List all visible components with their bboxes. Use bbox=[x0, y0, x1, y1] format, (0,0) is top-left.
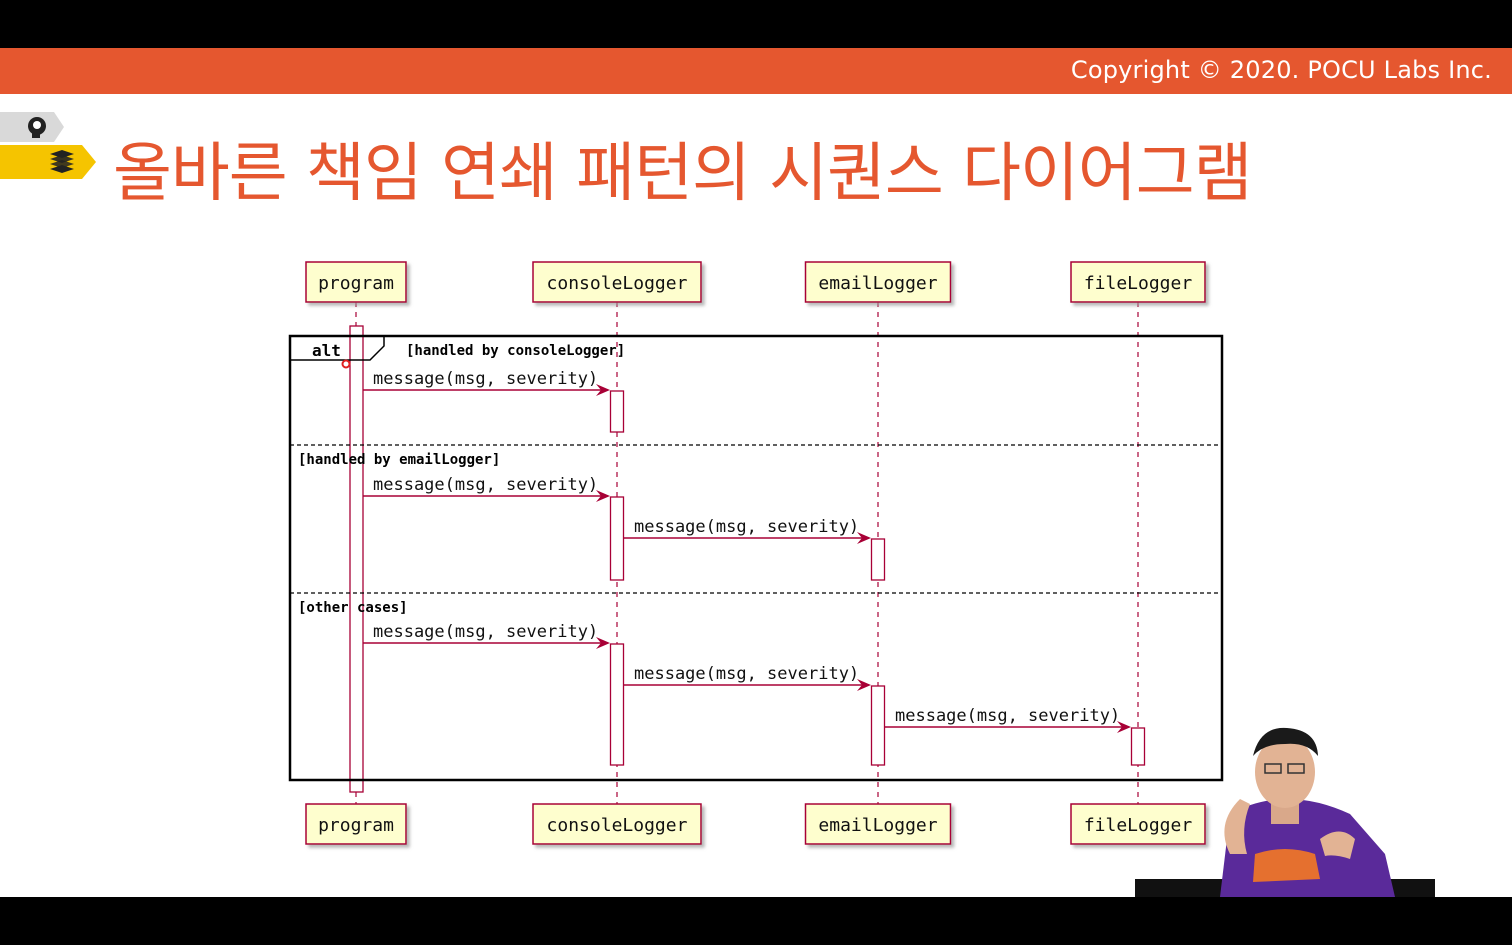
header-band: Copyright © 2020. POCU Labs Inc. bbox=[0, 48, 1512, 94]
message-label-s2-m1: message(msg, severity) bbox=[373, 475, 598, 495]
activation-fileLogger-s3-m3 bbox=[1130, 727, 1146, 766]
participant-label-program: program bbox=[318, 815, 394, 836]
alt-keyword: alt bbox=[312, 341, 341, 360]
message-arrowhead-s3-m2 bbox=[857, 679, 871, 691]
activation-emailLogger-s3-m2 bbox=[870, 685, 886, 766]
participant-label-program: program bbox=[318, 273, 394, 294]
activation-program bbox=[349, 325, 364, 793]
head-gears-icon bbox=[0, 110, 64, 144]
participant-label-fileLogger: fileLogger bbox=[1084, 273, 1193, 294]
alt-fragment-frame bbox=[288, 334, 1224, 782]
participant-box-emailLogger bbox=[804, 803, 952, 845]
participant-box-consoleLogger bbox=[532, 803, 702, 845]
alt-guard-3: [other cases] bbox=[298, 600, 408, 616]
participant-box-emailLogger bbox=[804, 261, 952, 303]
message-label-s3-m2: message(msg, severity) bbox=[634, 664, 859, 684]
participant-box-program bbox=[305, 803, 407, 845]
activation-consoleLogger-s3-m1 bbox=[609, 643, 625, 766]
participant-box-consoleLogger bbox=[532, 261, 702, 303]
alt-guard-1: [handled by consoleLogger] bbox=[406, 343, 625, 359]
alt-fragment-tab bbox=[290, 336, 385, 361]
participant-label-emailLogger: emailLogger bbox=[818, 273, 937, 294]
participant-box-program bbox=[305, 261, 407, 303]
activation-emailLogger-s2-m2 bbox=[870, 538, 886, 581]
message-arrowhead-s3-m1 bbox=[596, 637, 610, 649]
message-arrowhead-s1-m1 bbox=[596, 384, 610, 396]
participant-label-consoleLogger: consoleLogger bbox=[547, 273, 688, 294]
sequence-diagram: program consoleLogger emailLogger fileLogge… bbox=[288, 261, 1224, 845]
participant-label-consoleLogger: consoleLogger bbox=[547, 815, 688, 836]
presenter-image bbox=[1135, 727, 1435, 897]
alt-guard-2: [handled by emailLogger] bbox=[298, 452, 500, 468]
message-label-s1-m1: message(msg, severity) bbox=[373, 369, 598, 389]
message-label-s3-m3: message(msg, severity) bbox=[895, 706, 1120, 726]
cursor-pointer-icon bbox=[341, 359, 351, 369]
message-arrowhead-s2-m2 bbox=[857, 532, 871, 544]
message-arrowhead-s2-m1 bbox=[596, 490, 610, 502]
activation-consoleLogger-s1-m1 bbox=[609, 390, 625, 433]
slide-title: 올바른 책임 연쇄 패턴의 시퀀스 다이어그램 bbox=[113, 137, 1253, 211]
message-label-s2-m2: message(msg, severity) bbox=[634, 517, 859, 537]
activation-consoleLogger-s2-m1 bbox=[609, 496, 625, 581]
stack-layers-icon bbox=[0, 144, 96, 179]
participant-box-fileLogger bbox=[1070, 803, 1206, 845]
message-arrowhead-s3-m3 bbox=[1117, 721, 1131, 733]
participant-label-emailLogger: emailLogger bbox=[818, 815, 937, 836]
copyright-text: Copyright © 2020. POCU Labs Inc. bbox=[1070, 56, 1492, 84]
message-label-s3-m1: message(msg, severity) bbox=[373, 622, 598, 642]
participant-box-fileLogger bbox=[1070, 261, 1206, 303]
participant-label-fileLogger: fileLogger bbox=[1084, 815, 1193, 836]
slide: Copyright © 2020. POCU Labs Inc. 올바른 책임 … bbox=[0, 48, 1512, 897]
